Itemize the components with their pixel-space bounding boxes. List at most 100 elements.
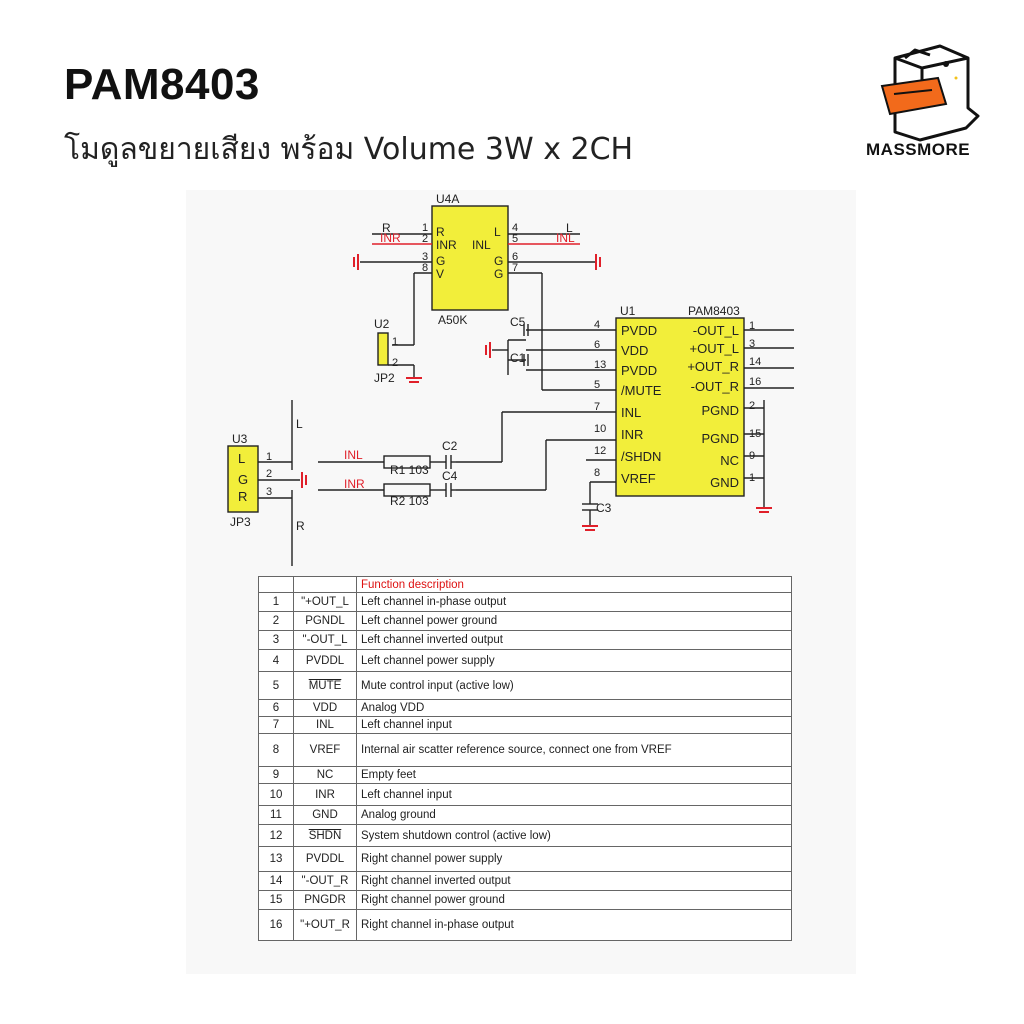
- page-subtitle: โมดูลขยายเสียง พร้อม Volume 3W x 2CH: [64, 132, 634, 167]
- pin-number: 4: [258, 649, 294, 672]
- pin-name: NC: [293, 766, 357, 784]
- u4a-pin-8: 8: [422, 262, 428, 274]
- u1-left-pin-name: /MUTE: [621, 383, 662, 398]
- u3-connector: [227, 445, 259, 513]
- u4a-pin-1: 1: [422, 222, 428, 234]
- u1-left-pin-name: PVDD: [621, 323, 657, 338]
- pin-number: 11: [258, 805, 294, 825]
- u4a-pin-4: 4: [512, 222, 518, 234]
- pin-name: GND: [293, 805, 357, 825]
- u1-left-pin-name: INR: [621, 427, 643, 442]
- pin-description: Right channel in-phase output: [356, 909, 792, 941]
- u4a-pin-2: 2: [422, 233, 428, 245]
- pin-name: "-OUT_L: [293, 630, 357, 650]
- u4a-name-v: V: [436, 267, 444, 281]
- pin-description: Mute control input (active low): [356, 671, 792, 700]
- pin-description: Right channel power supply: [356, 846, 792, 872]
- pin-name: "-OUT_R: [293, 871, 357, 891]
- pin-name: INL: [293, 716, 357, 734]
- u2-pin-2: 2: [392, 357, 398, 369]
- u4a-value: A50K: [438, 313, 467, 327]
- u1-right-pin-name: GND: [710, 475, 739, 490]
- pin-description: Internal air scatter reference source, c…: [356, 733, 792, 767]
- u1-value: PAM8403: [688, 304, 740, 318]
- u1-right-pin-num: 1: [749, 472, 755, 484]
- pin-description: Analog ground: [356, 805, 792, 825]
- pin-name: VREF: [293, 733, 357, 767]
- u4a-net-r: R: [382, 221, 391, 235]
- pin-number: 12: [258, 824, 294, 847]
- pin-description: Left channel input: [356, 783, 792, 806]
- u1-left-pin-num: 5: [594, 379, 600, 391]
- u1-left-pin-name: PVDD: [621, 363, 657, 378]
- r1-label: R1 103: [390, 463, 429, 477]
- u3-pin-1: 1: [266, 451, 272, 463]
- net-inl-label: INL: [344, 448, 363, 462]
- u4a-inner-inr: INR: [436, 238, 457, 252]
- u1-right-pin-num: 1: [749, 320, 755, 332]
- u1-right-pin-num: 3: [749, 338, 755, 350]
- u1-right-pin-name: -OUT_L: [693, 323, 739, 338]
- u4a-net-inr: INR: [380, 231, 401, 245]
- u4a-name-l: L: [494, 225, 501, 239]
- net-l-label: L: [296, 417, 303, 431]
- pin-number: 16: [258, 909, 294, 941]
- u3-name-g: G: [238, 472, 248, 487]
- pin-name: INR: [293, 783, 357, 806]
- c4-label: C4: [442, 469, 458, 483]
- pin-number: 2: [258, 611, 294, 631]
- u1-right-pin-name: NC: [720, 453, 739, 468]
- u4a-net-inl: INL: [556, 231, 575, 245]
- u1-left-pin-name: VDD: [621, 343, 648, 358]
- u4a-chip-body: [431, 205, 509, 311]
- massmore-logo: [880, 44, 980, 142]
- u4a-net-l: L: [566, 221, 573, 235]
- u4a-name-g2: G: [494, 254, 503, 268]
- u1-left-pin-name: /SHDN: [621, 449, 661, 464]
- u2-connector: [377, 332, 389, 366]
- u3-name-r: R: [238, 489, 247, 504]
- table-header-label: Function description: [356, 576, 792, 593]
- pin-number: 1: [258, 592, 294, 612]
- logo-text: MASSMORE: [866, 140, 971, 159]
- schematic-diagram: U4A A50K R INR L INL 1 2 3 8 4 5 6 7 R I…: [227, 192, 794, 566]
- pin-number: 6: [258, 699, 294, 717]
- u4a-name-r: R: [436, 225, 445, 239]
- c3-label: C3: [596, 501, 612, 515]
- pin-name: PGNDL: [293, 611, 357, 631]
- u1-left-pin-num: 12: [594, 445, 606, 457]
- c5-label: C5: [510, 315, 526, 329]
- u4a-inner-inl: INL: [472, 238, 491, 252]
- u2-ref: U2: [374, 317, 390, 331]
- u3-pin-3: 3: [266, 486, 272, 498]
- pin-description: Left channel power supply: [356, 649, 792, 672]
- page-title: PAM8403: [64, 60, 260, 109]
- u1-chip-body: [615, 317, 745, 497]
- r2-label: R2 103: [390, 494, 429, 508]
- u1-right-pin-name: PGND: [701, 403, 739, 418]
- u1-left-pin-num: 8: [594, 467, 600, 479]
- pin-description: Left channel in-phase output: [356, 592, 792, 612]
- pin-number: 10: [258, 783, 294, 806]
- pin-description: Left channel power ground: [356, 611, 792, 631]
- pin-name: PNGDR: [293, 890, 357, 910]
- u2-label: JP2: [374, 371, 395, 385]
- pin-name: PVDDL: [293, 846, 357, 872]
- u4a-ref: U4A: [436, 192, 459, 206]
- pin-name: MUTE: [293, 671, 357, 700]
- pin-name: VDD: [293, 699, 357, 717]
- c1-label: C1: [510, 351, 526, 365]
- pin-name: "+OUT_L: [293, 592, 357, 612]
- pin-number: 14: [258, 871, 294, 891]
